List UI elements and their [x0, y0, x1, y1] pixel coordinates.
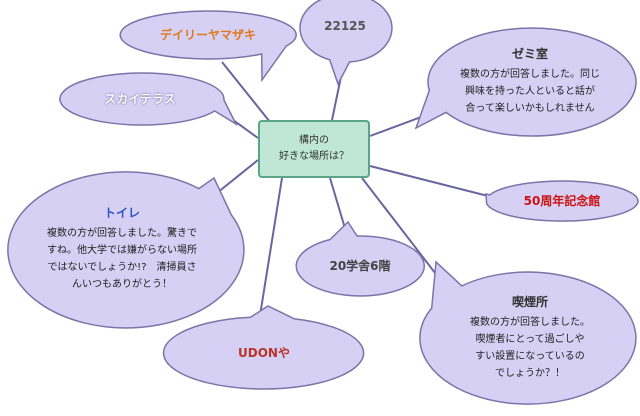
connector-udon	[257, 177, 283, 329]
bubble-shape-22125	[299, 0, 393, 86]
bubble-20-building: 20学舎6階	[298, 244, 422, 288]
bubble-sky-terrace: スカイテラス	[70, 82, 210, 116]
bubble-sky-terrace-title: スカイテラス	[104, 92, 176, 106]
bubble-zemi: ゼミ室 複数の方が回答しました。同じ 興味を持った人といると話が 合って楽しいか…	[432, 36, 628, 126]
bubble-22125-title: 22125	[324, 19, 366, 33]
bubble-smoking-area: 喫煙所 複数の方が回答しました。 喫煙者にとって過ごしや すい設置になっているの…	[426, 276, 634, 400]
bubble-shape-toilet	[7, 171, 245, 329]
bubble-smoking-area-line: でしょうか？！	[495, 368, 565, 379]
bubble-toilet-line: ではないでしょうか!? 清掃員さ	[47, 262, 197, 273]
bubble-daily-yamazaki: デイリーヤマザキ	[122, 20, 294, 50]
bubble-smoking-area-line: 喫煙者にとって過ごしや	[475, 334, 585, 345]
bubble-shape-zemi	[414, 27, 637, 137]
bubble-shape-50hall	[485, 180, 639, 222]
bubble-smoking-area-line: すい設置になっているの	[475, 351, 585, 362]
bubble-22125: 22125	[300, 6, 390, 46]
bubble-20-building-title: 20学舎6階	[329, 259, 391, 273]
bubble-50th-hall: 50周年記念館	[488, 184, 636, 218]
bubble-shape-smoke	[419, 260, 637, 405]
bubble-shape-udon	[162, 305, 365, 390]
bubble-daily-yamazaki-title: デイリーヤマザキ	[159, 28, 256, 42]
bubble-shape-sky	[59, 72, 238, 127]
bubble-toilet-line: すね。他大学では嫌がらない場所	[47, 245, 197, 256]
bubble-smoking-area-body: 複数の方が回答しました。 喫煙者にとって過ごしや すい設置になっているの でしょ…	[470, 314, 590, 382]
bubble-zemi-title: ゼミ室	[511, 46, 548, 61]
bubble-shape-daily	[119, 10, 297, 83]
bubble-zemi-line: 複数の方が回答しました。同じ	[460, 68, 600, 80]
center-topic-box: 構内の 好きな場所は？	[258, 120, 370, 178]
bubble-zemi-line: 合って楽しいかもしれません	[465, 102, 595, 114]
bubble-udon: UDONや	[166, 330, 362, 376]
bubble-toilet-line: んいつもありがとう！	[72, 279, 172, 290]
bubble-toilet-title: トイレ	[103, 206, 140, 220]
bubble-toilet: トイレ 複数の方が回答しました。驚きで すね。他大学では嫌がらない場所 ではない…	[10, 176, 234, 322]
bubble-udon-title: UDONや	[238, 346, 290, 360]
bubble-zemi-line: 興味を持った人といると話が	[465, 85, 595, 97]
bubble-toilet-line: 複数の方が回答しました。驚きで	[47, 228, 197, 239]
bubble-50th-hall-title: 50周年記念館	[523, 194, 601, 208]
connector-daily	[221, 61, 271, 123]
bubble-shape-20	[295, 220, 425, 297]
bubble-zemi-body: 複数の方が回答しました。同じ 興味を持った人といると話が 合って楽しいかもしれま…	[460, 66, 600, 117]
bubble-shapes	[7, 0, 639, 405]
center-topic-line2: 好きな場所は？	[279, 151, 349, 162]
bubble-toilet-body: 複数の方が回答しました。驚きで すね。他大学では嫌がらない場所 ではないでしょう…	[47, 225, 197, 293]
bubble-smoking-area-line: 複数の方が回答しました。	[470, 317, 590, 328]
center-topic-line1: 構内の	[299, 135, 329, 146]
bubble-smoking-area-title: 喫煙所	[511, 295, 548, 309]
connector-50hall	[369, 165, 489, 197]
